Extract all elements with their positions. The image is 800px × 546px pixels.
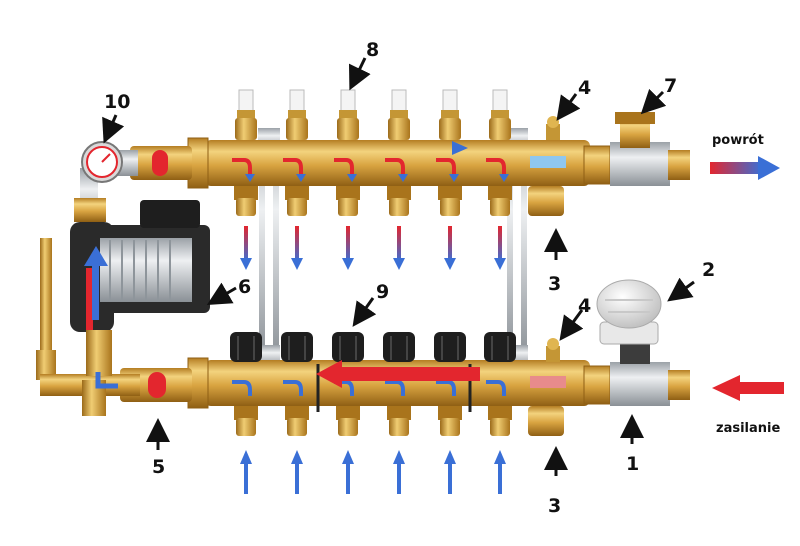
label-5: 5 (152, 456, 165, 478)
supply-outlet (385, 380, 411, 436)
label-7: 7 (664, 75, 677, 97)
label-9: 9 (376, 281, 389, 303)
valve-knob (230, 332, 262, 362)
return-outlet (486, 158, 512, 216)
callout-arrows (102, 57, 695, 476)
supply-outlet (334, 380, 360, 436)
return-down-arrow (494, 226, 506, 270)
supply-up-arrow (291, 450, 303, 494)
flowmeter-icon (489, 89, 511, 140)
return-outlet (232, 158, 258, 216)
label-3-lower: 3 (548, 495, 561, 517)
flowmeter-icon (439, 89, 461, 140)
thermometer-gauge-icon (81, 141, 138, 183)
label-1: 1 (626, 453, 639, 475)
supply-up-arrow (393, 450, 405, 494)
supply-flow-arrow (712, 375, 784, 401)
return-down-arrow (291, 226, 303, 270)
circulation-pump-icon (36, 168, 210, 416)
supply-outlet (232, 380, 258, 436)
valve-knob (281, 332, 313, 362)
supply-up-arrow (342, 450, 354, 494)
valve-knob (484, 332, 516, 362)
supply-label: zasilanie (716, 421, 780, 436)
supply-up-arrow (240, 450, 252, 494)
return-outlet (334, 158, 360, 216)
supply-up-arrow (494, 450, 506, 494)
return-outlet (283, 158, 309, 216)
return-label: powrót (712, 133, 764, 148)
return-down-arrow (444, 226, 456, 270)
flowmeter-icon (286, 89, 308, 140)
flowmeter-icon (337, 89, 359, 140)
label-4-lower: 4 (578, 295, 591, 317)
return-down-arrow (240, 226, 252, 270)
return-down-arrow (393, 226, 405, 270)
label-6: 6 (238, 276, 251, 298)
return-down-arrow (342, 226, 354, 270)
thermostat-head-icon (596, 279, 662, 345)
supply-up-arrow (444, 450, 456, 494)
label-8: 8 (366, 39, 379, 61)
return-outlet (436, 158, 462, 216)
upper-flow-arrow (330, 141, 468, 155)
valve-knob (383, 332, 415, 362)
supply-outlet (436, 380, 462, 436)
flowmeter-icon (388, 89, 410, 140)
valve-knob (434, 332, 466, 362)
label-3-upper: 3 (548, 273, 561, 295)
return-outlets (232, 89, 512, 270)
valve-knob (332, 332, 364, 362)
flowmeter-icon (235, 89, 257, 140)
label-10: 10 (104, 91, 130, 113)
label-2: 2 (702, 259, 715, 281)
supply-outlet (283, 380, 309, 436)
lower-flow-arrow (316, 360, 480, 388)
supply-outlet (486, 380, 512, 436)
return-flow-arrow (710, 156, 780, 180)
return-outlet (385, 158, 411, 216)
label-4-upper: 4 (578, 77, 591, 99)
supply-outlets (230, 332, 516, 494)
